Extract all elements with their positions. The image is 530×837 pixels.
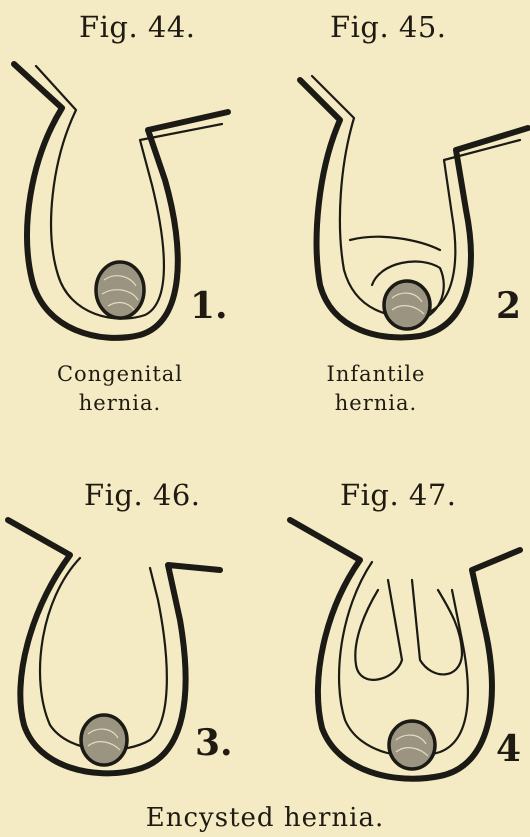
fig-4-drawing (290, 520, 520, 779)
fig-1-number: 1. (190, 285, 228, 327)
fig-2-caption-line-2: hernia. (296, 389, 456, 418)
fig-1-caption: Congenital hernia. (20, 360, 220, 418)
fig-2-drawing (300, 76, 528, 337)
fig-4-testis (389, 721, 435, 769)
encysted-hernia-caption: Encysted hernia. (0, 803, 530, 833)
fig-1-caption-line-2: hernia. (20, 389, 220, 418)
fig-2-number: 2 (496, 285, 521, 327)
fig-2-caption: Infantile hernia. (296, 360, 456, 418)
fig-4-hernial-fold (355, 580, 462, 680)
fig-2-septum (350, 237, 440, 250)
fig-2-caption-line-1: Infantile (296, 360, 456, 389)
fig-4-number: 4 (496, 728, 521, 770)
fig-2-sac-inner (312, 76, 520, 316)
fig-3-testis (81, 715, 127, 765)
fig-1-caption-line-1: Congenital (20, 360, 220, 389)
fig-2-testis (384, 281, 430, 329)
fig-3-drawing (8, 520, 220, 773)
fig-3-number: 3. (195, 722, 233, 764)
